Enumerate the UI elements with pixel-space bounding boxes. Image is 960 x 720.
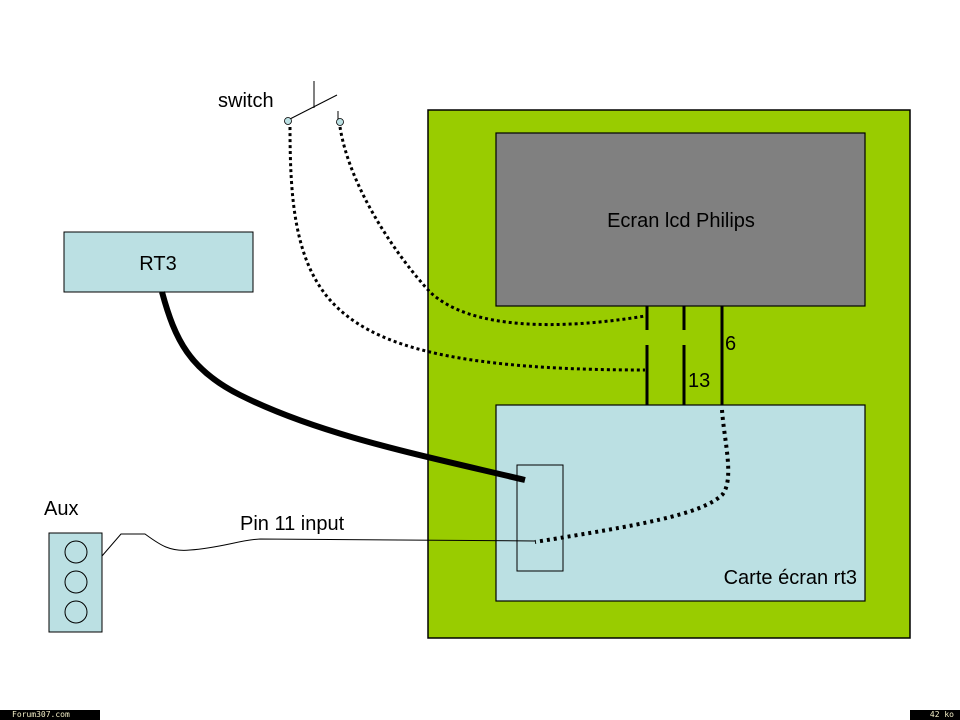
pin11-label: Pin 11 input xyxy=(240,513,345,535)
dotted-wire-switch-right xyxy=(338,126,646,327)
rt3-cable xyxy=(159,291,526,483)
dotted-wire-6-to-connector xyxy=(534,409,731,544)
board-connector xyxy=(516,464,564,572)
lcd-screen-label: Ecran lcd Philips xyxy=(607,210,755,232)
switch-label: switch xyxy=(218,90,274,112)
rt3-label: RT3 xyxy=(139,253,176,275)
aux-jack-2 xyxy=(64,570,88,594)
lcd-screen-box xyxy=(495,132,866,307)
aux-label: Aux xyxy=(44,498,78,520)
ribbon-wires xyxy=(645,306,724,405)
switch-lever xyxy=(287,94,338,121)
switch-terminal-left xyxy=(284,117,292,125)
aux-jack-3 xyxy=(64,600,88,624)
footer-file-size: 42 ko xyxy=(910,710,960,720)
pin11-wire xyxy=(101,533,536,557)
footer-site-watermark: Forum307.com xyxy=(0,710,100,720)
switch-terminal-right xyxy=(336,118,344,126)
wire-13-label: 13 xyxy=(688,370,710,392)
aux-box xyxy=(48,532,103,633)
board-label: Carte écran rt3 xyxy=(724,567,857,589)
rt3-box xyxy=(63,231,254,293)
aux-jack-1 xyxy=(64,540,88,564)
wire-6-label: 6 xyxy=(725,333,736,355)
